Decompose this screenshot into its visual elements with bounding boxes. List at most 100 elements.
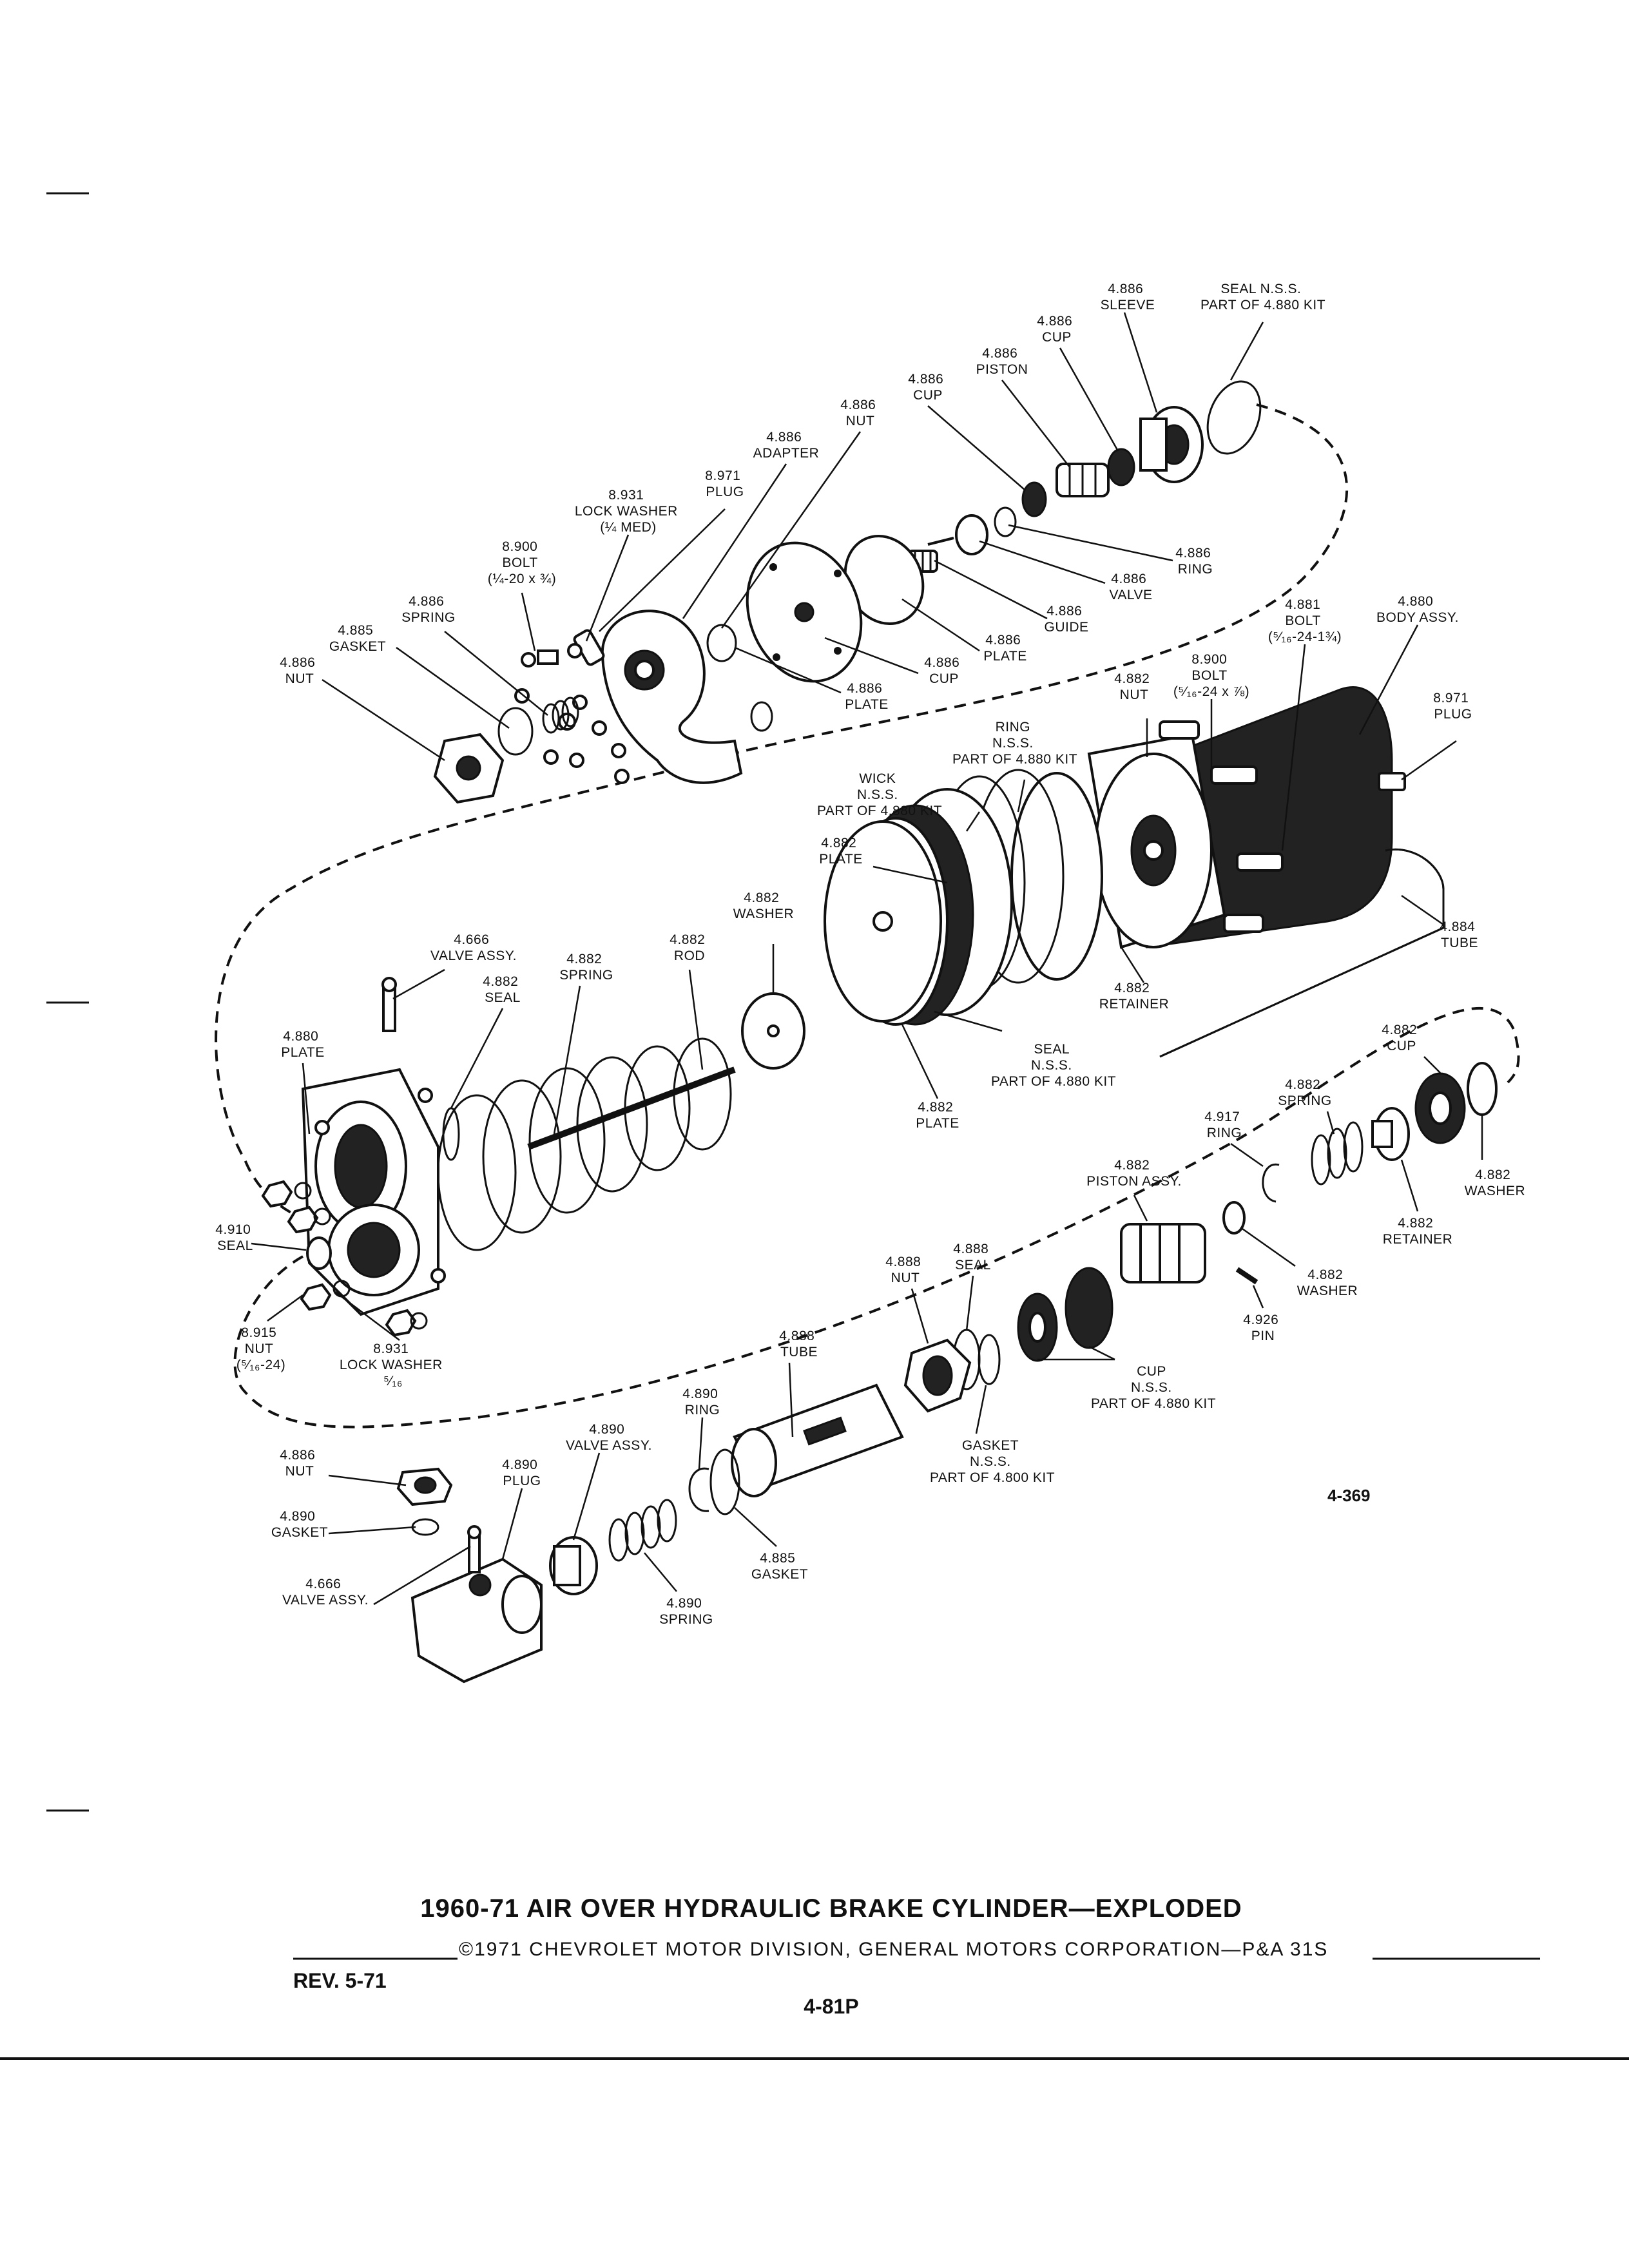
rod-882-part (527, 1066, 736, 1150)
valve-assy-890-part (549, 1536, 598, 1595)
label-cup-nss: CUP N.S.S. PART OF 4.880 KIT (1091, 1364, 1216, 1411)
label-bolt-top: 8.900 BOLT (¼-20 x ¾) (488, 539, 557, 586)
label-body-assy: 4.880 BODY ASSY. (1376, 594, 1459, 625)
label-gasket-nss: GASKET N.S.S. PART OF 4.800 KIT (930, 1438, 1055, 1485)
gasket-890-part (411, 1518, 439, 1536)
label-plug-right: 8.971 PLUG (1433, 691, 1472, 722)
washer-882-right-part (1467, 1062, 1498, 1116)
piston-assy-882-part (1120, 1223, 1206, 1283)
label-ring-917: 4.917 RING (1204, 1110, 1244, 1140)
assembly-path-lines (215, 403, 1520, 1428)
copyright-line: ©1971 CHEVROLET MOTOR DIVISION, GENERAL … (459, 1939, 1328, 1960)
nut-886-bottom-part (396, 1467, 453, 1506)
tube-888-part (731, 1383, 904, 1497)
label-plug-890: 4.890 PLUG (502, 1457, 541, 1488)
label-pin-926: 4.926 PIN (1243, 1312, 1282, 1343)
label-spring-882: 4.882 SPRING (559, 952, 613, 983)
label-gasket-885: 4.885 GASKET (751, 1551, 808, 1582)
label-cup-mid: 4.886 CUP (924, 655, 963, 686)
piston-group-right (1017, 1062, 1498, 1362)
label-ring-nss: RING N.S.S. PART OF 4.880 KIT (952, 720, 1077, 767)
label-nut-top: 4.886 NUT (840, 398, 880, 428)
label-washer-882-right: 4.882 WASHER (1465, 1168, 1525, 1198)
valve-head-subassembly (433, 380, 1262, 804)
retainer-882-right-part (1371, 1107, 1410, 1161)
bolt-900-part (1159, 720, 1200, 740)
ring-890-part (688, 1467, 709, 1512)
label-plate-882-top: 4.882 PLATE (819, 836, 862, 867)
cup-top-part (1107, 448, 1135, 486)
label-cup-top: 4.886 CUP (1037, 314, 1076, 345)
diaphragm-group (741, 769, 1103, 1070)
seal-910-part (306, 1236, 332, 1270)
spring-890-part (608, 1499, 677, 1562)
front-plate-group (261, 977, 736, 1337)
label-valve-assy-890: 4.890 VALVE ASSY. (566, 1422, 652, 1453)
label-spring-890: 4.890 SPRING (659, 1596, 713, 1627)
label-cup-882-right: 4.882 CUP (1382, 1023, 1421, 1053)
label-piston-assy-882: 4.882 PISTON ASSY. (1086, 1158, 1182, 1189)
label-seal-888: 4.888 SEAL (953, 1242, 992, 1273)
label-washer-882: 4.882 WASHER (733, 890, 794, 921)
label-lock-washer-931: 8.931 LOCK WASHER ⁵⁄₁₆ (340, 1341, 447, 1389)
plug-890-part (410, 1557, 543, 1684)
valve-assy-666-bottom-part (467, 1525, 481, 1573)
label-rod-882: 4.882 ROD (670, 932, 709, 963)
label-plate-mid: 4.886 PLATE (845, 681, 888, 712)
label-seal-882: 4.882 SEAL (483, 974, 522, 1005)
label-retainer-882-right: 4.882 RETAINER (1383, 1216, 1453, 1247)
label-cup-left: 4.886 CUP (908, 372, 947, 403)
leader-lines (251, 312, 1483, 1606)
retainer-882-part (1010, 772, 1103, 981)
label-plug-top: 8.971 PLUG (705, 468, 744, 499)
spring-882-right-part (1311, 1121, 1364, 1186)
gasket-nss-part (978, 1334, 1001, 1385)
cup-left-part (1021, 481, 1047, 517)
margin-marks (46, 192, 89, 1812)
label-gasket-890: 4.890 GASKET (271, 1509, 328, 1540)
small-ring-part (750, 701, 773, 732)
spring-top-part (542, 697, 579, 734)
plug-right-part (1378, 772, 1406, 791)
label-nut-886-bottom: 4.886 NUT (280, 1448, 319, 1479)
sleeve-part (1139, 406, 1204, 483)
label-tube-884: 4.884 TUBE (1440, 919, 1479, 950)
label-bolt-900: 8.900 BOLT (⁵⁄₁₆-24 x ⅞) (1173, 652, 1249, 699)
plate-880-part (301, 1068, 446, 1316)
page-number: 4-81P (804, 1995, 858, 2018)
piston-top-part (1055, 463, 1110, 497)
label-retainer-882: 4.882 RETAINER (1099, 981, 1170, 1012)
gasket-885-part (709, 1448, 740, 1515)
page-title: 1960-71 AIR OVER HYDRAULIC BRAKE CYLINDE… (420, 1894, 1242, 1923)
figure-number: 4-369 (1327, 1486, 1371, 1505)
label-spring-882-right: 4.882 SPRING (1278, 1077, 1332, 1108)
pin-926-part (1235, 1267, 1258, 1285)
label-seal-910: 4.910 SEAL (215, 1222, 255, 1253)
label-washer-882-lower: 4.882 WASHER (1297, 1267, 1358, 1298)
label-ring-890: 4.890 RING (682, 1387, 722, 1418)
label-sleeve: 4.886 SLEEVE (1101, 282, 1155, 312)
label-seal-top: SEAL N.S.S. PART OF 4.880 KIT (1200, 282, 1325, 312)
cup-mid-part (706, 624, 737, 662)
seal-ring-top (1206, 380, 1262, 455)
cylinder-body-assy (1087, 686, 1445, 1058)
label-wick-nss: WICK N.S.S. PART OF 4.880 KIT (817, 771, 942, 818)
revision-label: REV. 5-71 (293, 1969, 387, 1992)
spring-882-part (437, 1037, 732, 1251)
label-plate-top: 4.886 PLATE (983, 633, 1027, 664)
label-nut-left: 4.886 NUT (280, 655, 319, 686)
label-valve-assy-666-bottom: 4.666 VALVE ASSY. (282, 1577, 369, 1608)
adapter-part (601, 610, 743, 784)
ring-top-part (994, 506, 1017, 537)
label-valve-assy-666: 4.666 VALVE ASSY. (430, 932, 517, 963)
nut-888-part (903, 1338, 972, 1413)
label-seal-nss-mid: SEAL N.S.S. PART OF 4.880 KIT (991, 1042, 1116, 1089)
label-spring-top: 4.886 SPRING (401, 594, 456, 625)
label-lock-washer-top: 8.931 LOCK WASHER (¼ MED) (575, 488, 682, 535)
label-ring-top: 4.886 RING (1175, 546, 1215, 577)
nut-left-part (433, 733, 505, 804)
callout-labels: 4.886 SLEEVE SEAL N.S.S. PART OF 4.880 K… (215, 282, 1525, 1627)
label-plate-880: 4.880 PLATE (281, 1029, 324, 1060)
gasket-top-part (497, 707, 534, 756)
